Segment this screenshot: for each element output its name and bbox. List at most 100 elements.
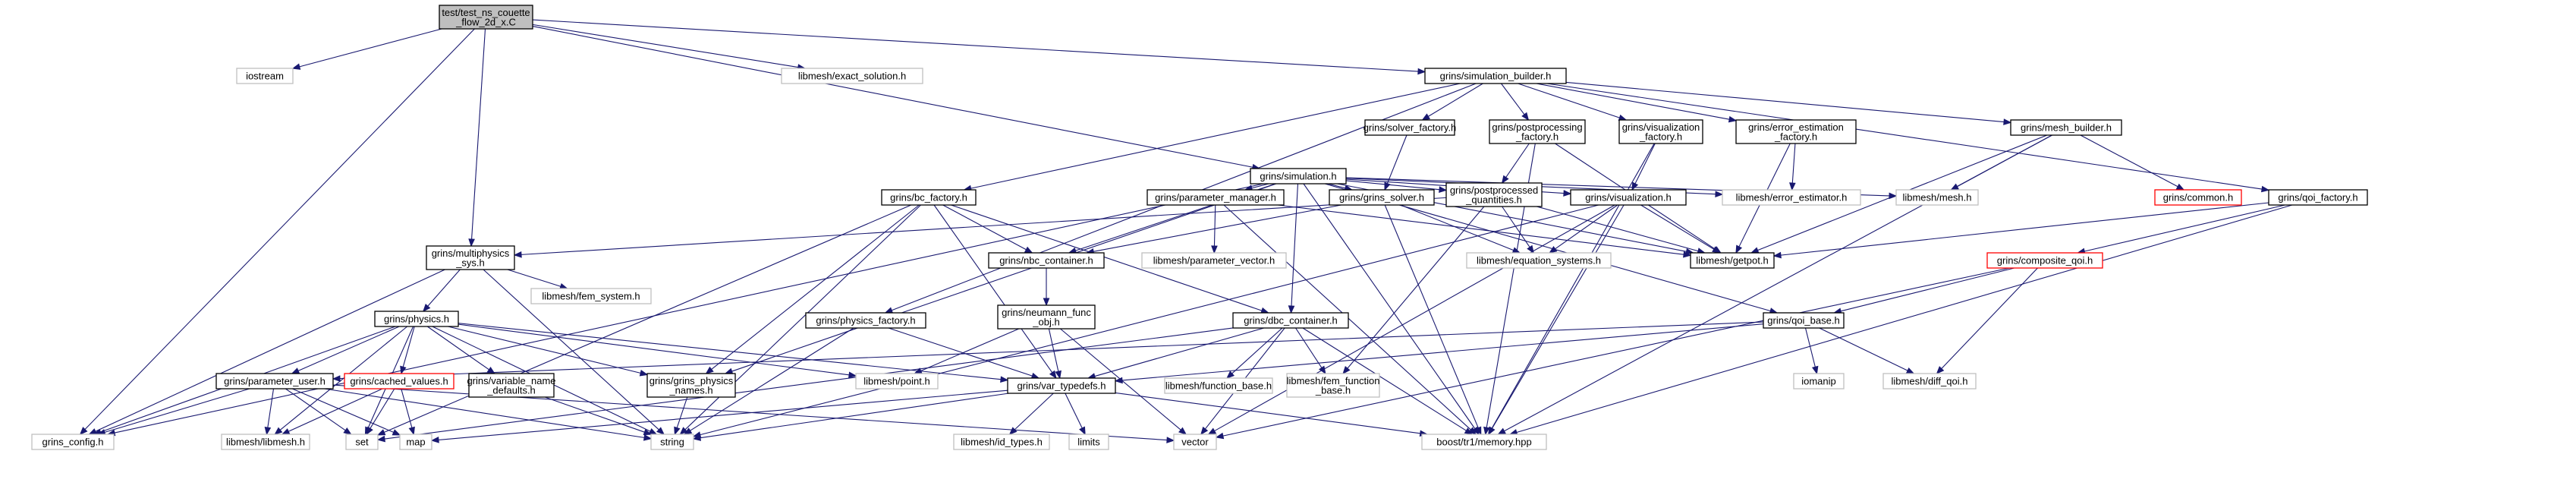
edge-line: [384, 327, 1234, 440]
node-label: libmesh/fem_function: [1287, 375, 1380, 386]
node-postprocessed[interactable]: grins/postprocessed_quantities.h: [1445, 182, 1543, 207]
node-label: libmesh/libmesh.h: [226, 437, 305, 448]
edge-arrowhead: [1000, 376, 1009, 383]
node-label: boost/tr1/memory.hpp: [1436, 437, 1531, 448]
edge-arrowhead: [1468, 427, 1477, 435]
node-label: grins/simulation_builder.h: [1440, 71, 1552, 82]
edge-composite_qoi-to-qoi_base: [1832, 267, 2015, 314]
node-box: [2268, 189, 2368, 206]
edge-dbc_container-to-memory_hpp: [1302, 327, 1474, 435]
node-box: [2154, 189, 2242, 206]
node-qoi-base[interactable]: grins/qoi_base.h: [1763, 312, 1845, 329]
node-sim-builder[interactable]: grins/simulation_builder.h: [1424, 68, 1567, 84]
node-bc-factory[interactable]: grins/bc_factory.h: [881, 189, 977, 206]
node-physics[interactable]: grins/physics.h: [374, 311, 459, 327]
node-label: libmesh/equation_systems.h: [1477, 255, 1601, 266]
edge-line: [95, 269, 445, 432]
node-simulation[interactable]: grins/simulation.h: [1250, 168, 1347, 184]
edge-arrowhead: [1024, 246, 1033, 254]
node-vector-n: vector: [1173, 434, 1217, 450]
edge-line: [299, 28, 442, 68]
node-dbc-container[interactable]: grins/dbc_container.h: [1232, 312, 1349, 329]
node-point-h: libmesh/point.h: [855, 373, 939, 390]
node-nbc-container[interactable]: grins/nbc_container.h: [988, 252, 1105, 269]
edge-arrowhead: [1511, 247, 1521, 254]
edge-line: [1386, 134, 1408, 184]
edge-root-to-multiphysics: [468, 28, 486, 248]
edge-line: [920, 328, 1020, 371]
edge-line: [1546, 83, 2263, 190]
node-getpot[interactable]: libmesh/getpot.h: [1690, 252, 1775, 269]
edge-var_typedefs-to-map_n: [430, 390, 1008, 443]
node-box: [1735, 119, 1857, 144]
node-exact-sol: libmesh/exact_solution.h: [781, 68, 923, 84]
edge-arrowhead: [692, 434, 702, 441]
edge-arrowhead: [376, 429, 386, 436]
node-label: grins/postprocessed: [1450, 184, 1538, 196]
edge-arrowhead: [1811, 365, 1819, 375]
node-solver-factory[interactable]: grins/solver_factory.h: [1363, 119, 1457, 136]
node-err-est-factory[interactable]: grins/error_estimation_factory.h: [1735, 119, 1857, 144]
edge-arrowhead: [656, 427, 665, 435]
edge-arrowhead: [291, 63, 301, 70]
node-box: [221, 434, 310, 450]
edge-line: [471, 28, 486, 240]
node-common[interactable]: grins/common.h: [2154, 189, 2242, 206]
node-parameter-user[interactable]: grins/parameter_user.h: [215, 373, 334, 390]
edge-line: [1502, 206, 1530, 248]
edge-line: [933, 204, 1053, 373]
node-label: libmesh/getpot.h: [1696, 255, 1768, 266]
edge-line: [1634, 143, 1656, 184]
edge-root-to-simulation: [532, 25, 1261, 171]
edge-arrowhead: [513, 251, 522, 258]
edge-visualization-to-eq_systems: [1549, 204, 1618, 254]
node-label: grins/error_estimation: [1748, 121, 1844, 133]
node-physics-factory[interactable]: grins/physics_factory.h: [805, 312, 926, 329]
node-var-typedefs[interactable]: grins/var_typedefs.h: [1007, 377, 1116, 394]
edge-arrowhead: [1049, 370, 1057, 380]
node-label: libmesh/exact_solution.h: [798, 71, 906, 82]
edge-arrowhead: [281, 428, 291, 435]
node-cached-values[interactable]: grins/cached_values.h: [344, 373, 454, 390]
node-mesh-builder[interactable]: grins/mesh_builder.h: [2010, 119, 2122, 136]
node-label: limits: [1077, 437, 1100, 448]
edge-postprocessed-to-eq_systems: [1502, 206, 1534, 254]
edge-arrowhead: [408, 426, 415, 436]
edge-arrowhead: [1715, 191, 1724, 198]
edge-line: [544, 396, 645, 433]
edge-arrowhead: [430, 437, 439, 443]
node-composite-qoi[interactable]: grins/composite_qoi.h: [1986, 252, 2103, 269]
node-vis-factory[interactable]: grins/visualization_factory.h: [1618, 119, 1703, 144]
edge-line: [1840, 267, 2015, 312]
node-limits-n: limits: [1068, 434, 1109, 450]
node-root[interactable]: test/test_ns_couette_flow_2d_x.C: [439, 5, 533, 30]
node-label: _names.h: [668, 384, 712, 396]
node-label: libmesh/diff_qoi.h: [1892, 376, 1968, 387]
edge-parameter_user-to-set_n: [285, 388, 352, 435]
node-label: grins/bc_factory.h: [890, 192, 967, 203]
edge-line: [1328, 183, 1346, 189]
node-postproc-factory[interactable]: grins/postprocessing_factory.h: [1489, 119, 1586, 144]
node-visualization[interactable]: grins/visualization.h: [1570, 189, 1687, 206]
edge-multiphysics-to-grins_config: [88, 269, 445, 435]
edge-line: [1518, 83, 1620, 118]
node-box: [1722, 189, 1861, 206]
edge-var_typedefs-to-string_n: [692, 393, 1009, 441]
node-box: [855, 373, 939, 390]
edge-arrowhead: [1384, 181, 1391, 191]
edge-arrowhead: [2175, 183, 2185, 191]
node-neumann[interactable]: grins/neumann_func_obj.h: [997, 304, 1096, 330]
node-box: [1895, 189, 1979, 206]
node-multiphysics[interactable]: grins/multiphysics_sys.h: [426, 245, 515, 270]
node-var-name-defaults[interactable]: grins/variable_name_defaults.h: [467, 373, 556, 398]
edge-line: [1347, 206, 1485, 369]
node-box: [997, 304, 1096, 330]
node-qoi-factory[interactable]: grins/qoi_factory.h: [2268, 189, 2368, 206]
edge-line: [1277, 204, 1684, 255]
edge-arrowhead: [366, 426, 373, 436]
node-grins-solver[interactable]: grins/grins_solver.h: [1329, 189, 1435, 206]
node-physics-names[interactable]: grins/grins_physics_names.h: [646, 373, 736, 398]
node-param-manager[interactable]: grins/parameter_manager.h: [1146, 189, 1285, 206]
edge-physics-to-physics_names: [448, 326, 649, 377]
edge-line: [324, 388, 645, 438]
